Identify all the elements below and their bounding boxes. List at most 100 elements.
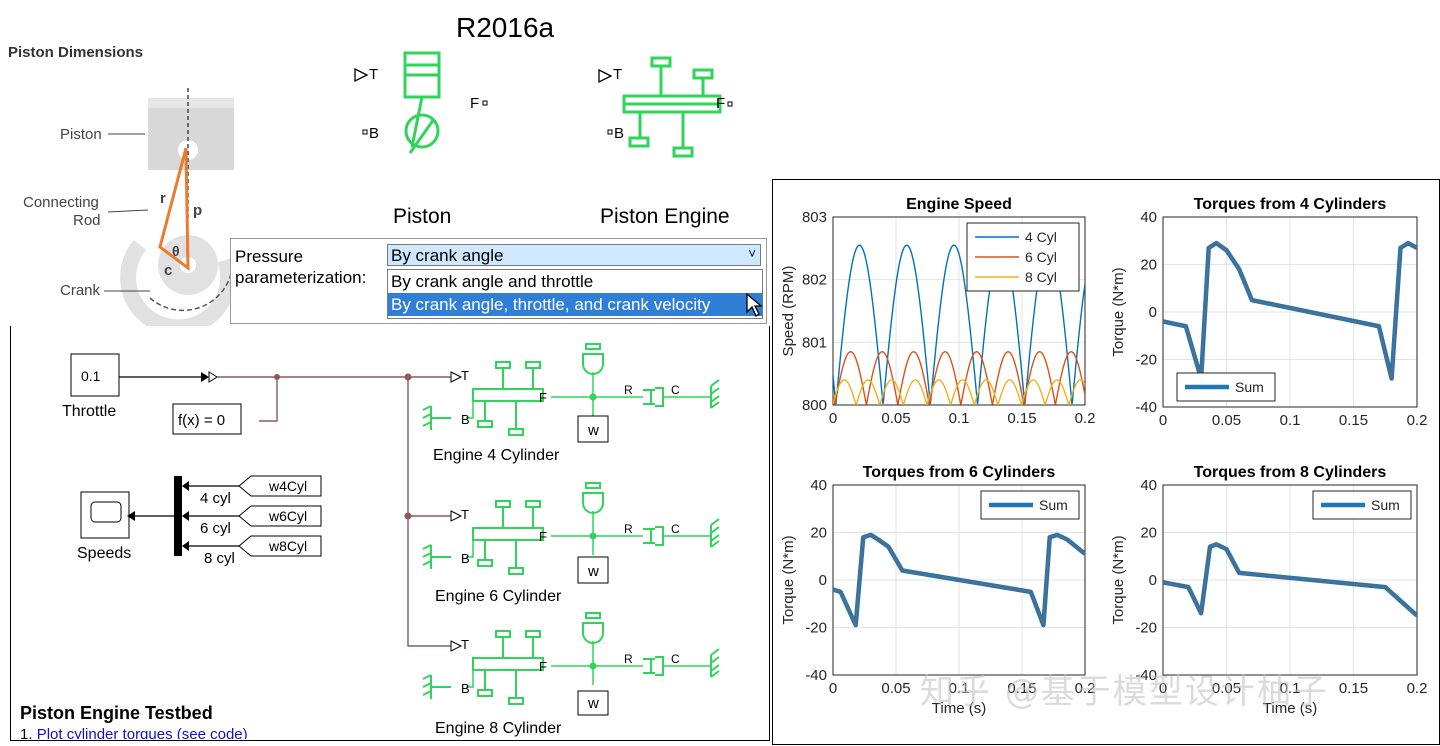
dropdown-selected-value: By crank angle: [391, 246, 504, 265]
throttle-value[interactable]: 0.1: [81, 368, 101, 384]
x-axis-label: Time (s): [1263, 700, 1317, 717]
mux-label-8: 8 cyl: [204, 550, 235, 567]
see-code-link[interactable]: (see code): [176, 726, 248, 739]
x-tick-label: 0: [1159, 680, 1167, 697]
x-tick-label: 0.1: [1280, 412, 1301, 429]
y-tick-label: -20: [805, 620, 827, 637]
dropdown-options-list: By crank angle and throttle By crank ang…: [387, 269, 763, 319]
engine-block-port-B: B: [614, 125, 625, 142]
x-tick-label: 0.1: [949, 410, 970, 427]
engine-block-port-T: T: [613, 66, 623, 83]
y-axis-label: Torque (N*m): [780, 535, 797, 624]
legend-label: Sum: [1235, 379, 1264, 395]
engine4-r: R: [624, 383, 633, 397]
series-line-8-cyl: [833, 379, 1085, 405]
legend: Sum: [980, 490, 1080, 520]
rod-label-1: Connecting: [23, 194, 99, 211]
mux-label-6: 6 cyl: [200, 520, 231, 537]
piston-block-port-F: F: [470, 95, 480, 112]
piston-block-port-T: T: [369, 66, 379, 83]
series-line-overlay: [833, 534, 1085, 628]
engine-row-6: [422, 482, 720, 584]
x-tick-label: 0.15: [1007, 410, 1036, 427]
y-tick-label: -40: [805, 667, 827, 684]
rod-label-2: Rod: [73, 212, 101, 229]
y-axis-label: Torque (N*m): [1110, 267, 1127, 356]
engine8-label[interactable]: Engine 8 Cylinder: [435, 720, 562, 737]
y-tick-label: 803: [802, 209, 827, 226]
y-tick-label: 0: [1149, 572, 1157, 589]
x-tick-label: 0.15: [1007, 680, 1036, 697]
solver-config-block[interactable]: f(x) = 0: [178, 412, 226, 429]
engine-row-8: [422, 612, 720, 716]
engine6-port-T: T: [461, 507, 469, 522]
symbol-theta: θ: [172, 243, 180, 259]
chart-title: Engine Speed: [906, 196, 1012, 213]
plot-torques-link[interactable]: Plot cylinder torques: [36, 726, 173, 739]
watermark: 知乎 @基于模型设计柚子: [920, 672, 1329, 712]
x-tick-label: 0: [829, 680, 837, 697]
x-tick-label: 0.2: [1407, 412, 1428, 429]
series-line-6-cyl: [833, 351, 1085, 405]
plot-torques-link-row: 1. Plot cylinder torques (see code): [20, 726, 248, 739]
engine4-port-F: F: [539, 390, 547, 405]
piston-dimensions-title: Piston Dimensions: [8, 44, 144, 61]
from-tag-w4[interactable]: w4Cyl: [269, 478, 308, 494]
engine6-w[interactable]: w: [588, 563, 599, 580]
x-tick-label: 0: [1159, 412, 1167, 429]
testbed-wiring: [70, 343, 720, 716]
engine4-w[interactable]: w: [588, 422, 599, 439]
x-tick-label: 0.1: [949, 680, 970, 697]
speeds-label: Speeds: [77, 545, 132, 562]
x-tick-label: 0.05: [1212, 680, 1241, 697]
mux-label-4: 4 cyl: [200, 490, 231, 507]
from-tag-w8[interactable]: w8Cyl: [269, 538, 308, 554]
engine8-port-F: F: [539, 659, 547, 674]
engine-block-port-F: F: [716, 95, 726, 112]
engine6-label[interactable]: Engine 6 Cylinder: [435, 588, 562, 605]
dropdown-option-crank-velocity[interactable]: By crank angle, throttle, and crank velo…: [388, 293, 762, 316]
axes-box: [1162, 484, 1418, 676]
engine8-w[interactable]: w: [588, 695, 599, 712]
x-axis-label: Time (s): [932, 700, 986, 717]
x-tick-label: 0.1: [1280, 680, 1301, 697]
engine-row-4: [422, 343, 720, 443]
release-label: R2016a: [456, 12, 555, 43]
dropdown-option-throttle[interactable]: By crank angle and throttle: [391, 272, 594, 291]
y-tick-label: 40: [1140, 209, 1157, 226]
from-tag-w6[interactable]: w6Cyl: [269, 508, 308, 524]
y-tick-label: -40: [1135, 399, 1157, 416]
x-tick-label: 0.15: [1339, 680, 1368, 697]
chevron-down-icon[interactable]: ˅: [748, 246, 756, 261]
engine4-c: C: [671, 383, 680, 397]
x-tick-label: 0.2: [1075, 410, 1096, 427]
mouse-cursor-icon: [746, 292, 763, 317]
y-tick-label: 0: [1149, 304, 1157, 321]
legend-label: 6 Cyl: [1025, 249, 1057, 265]
piston-block-port-B: B: [369, 125, 380, 142]
legend-label: 4 Cyl: [1025, 229, 1057, 245]
testbed-canvas[interactable]: 0.1 Throttle f(x) = 0 Speeds 4 cyl 6 cyl…: [10, 326, 770, 741]
piston-block-icon[interactable]: [350, 45, 510, 160]
y-tick-label: 800: [802, 397, 827, 414]
y-axis-label: Speed (RPM): [780, 266, 797, 357]
chart-title: Torques from 8 Cylinders: [1194, 464, 1387, 481]
pressure-parameterization-select[interactable]: By crank angle ˅: [387, 244, 761, 266]
x-tick-label: 0: [829, 410, 837, 427]
engine4-label[interactable]: Engine 4 Cylinder: [433, 447, 560, 464]
legend: Sum: [1176, 372, 1276, 402]
piston-engine-block-icon[interactable]: [594, 52, 744, 160]
engine6-port-F: F: [539, 529, 547, 544]
y-tick-label: 0: [819, 572, 827, 589]
piston-engine-block-label: Piston Engine: [600, 205, 730, 228]
x-tick-label: 0.05: [1212, 412, 1241, 429]
link-number: 1.: [20, 726, 33, 739]
engine8-r: R: [624, 652, 633, 666]
legend: Sum: [1312, 490, 1412, 520]
y-tick-label: -20: [1135, 620, 1157, 637]
piston-label: Piston: [60, 126, 102, 143]
engine4-port-B: B: [461, 412, 470, 427]
